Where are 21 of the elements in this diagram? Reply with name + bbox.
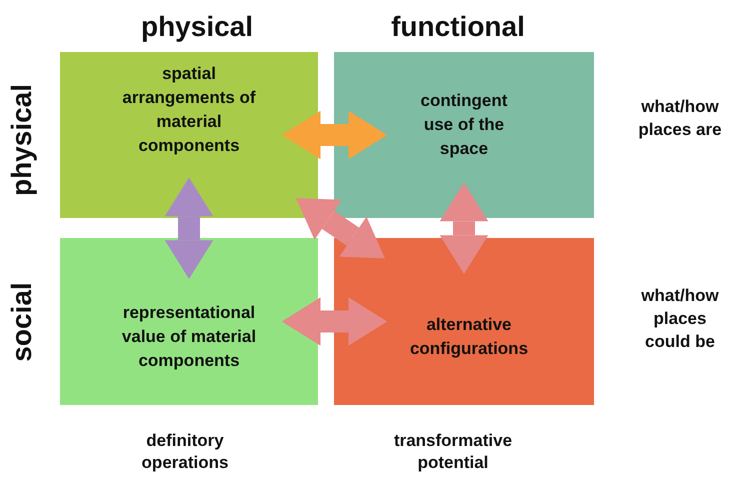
quadrant-box [334,238,594,405]
double-arrow [164,178,214,279]
column-heading: physical [140,10,254,44]
side-note: what/how places are [637,96,723,141]
double-arrow [440,182,488,274]
bottom-note: definitory operations [140,430,230,474]
double-arrow [296,198,385,258]
bottom-note: transformative potential [392,430,514,474]
quadrant-box [60,238,318,405]
quadrant-box [60,52,318,218]
quadrant-text: alternative configurations [408,314,530,360]
double-arrow [282,297,388,346]
side-note: what/how places could be [640,285,720,353]
column-heading: functional [390,10,526,44]
quadrant-text: representational value of material components [120,302,258,372]
row-heading: physical [6,84,38,196]
double-arrow [282,110,388,160]
row-heading: social [6,282,38,362]
quadrant-text: contingent use of the space [420,90,508,160]
quadrant-text: spatial arrangements of material components [121,63,257,157]
quadrant-box [334,52,594,218]
